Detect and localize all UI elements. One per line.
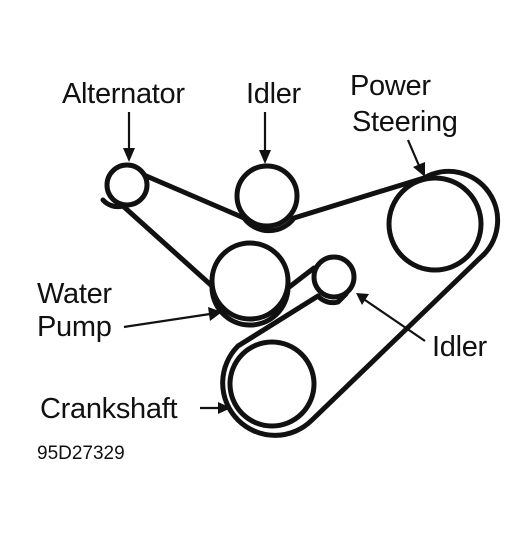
water-pump-pulley xyxy=(209,240,291,322)
water-pump-arrow xyxy=(123,307,222,329)
serpentine-belt xyxy=(100,168,501,438)
power-steering-label-line1: Power xyxy=(350,70,431,102)
power-steering-label-line2: Steering xyxy=(352,106,458,138)
crankshaft-pulley xyxy=(227,339,317,429)
idler-right-label: Idler xyxy=(432,331,487,363)
power-steering-pulley xyxy=(386,175,484,273)
belt-outer-run xyxy=(141,168,501,438)
belt-inner-run xyxy=(100,197,317,328)
power-steering-arrow xyxy=(406,139,425,177)
idler-right-pulley xyxy=(311,254,357,300)
crankshaft-label: Crankshaft xyxy=(40,393,178,425)
idler-right-arrow xyxy=(356,293,426,342)
crankshaft-arrow xyxy=(200,402,231,414)
alternator-pulley xyxy=(104,162,150,208)
water-pump-label-line2: Pump xyxy=(37,311,112,343)
idler-top-arrow xyxy=(259,112,271,164)
idler-top-pulley xyxy=(234,163,300,229)
idler-top-label: Idler xyxy=(246,78,301,110)
water-pump-label-line1: Water xyxy=(37,278,112,310)
figure-code: 95D27329 xyxy=(37,443,125,464)
alternator-label: Alternator xyxy=(62,78,185,110)
alternator-arrow xyxy=(123,112,135,162)
